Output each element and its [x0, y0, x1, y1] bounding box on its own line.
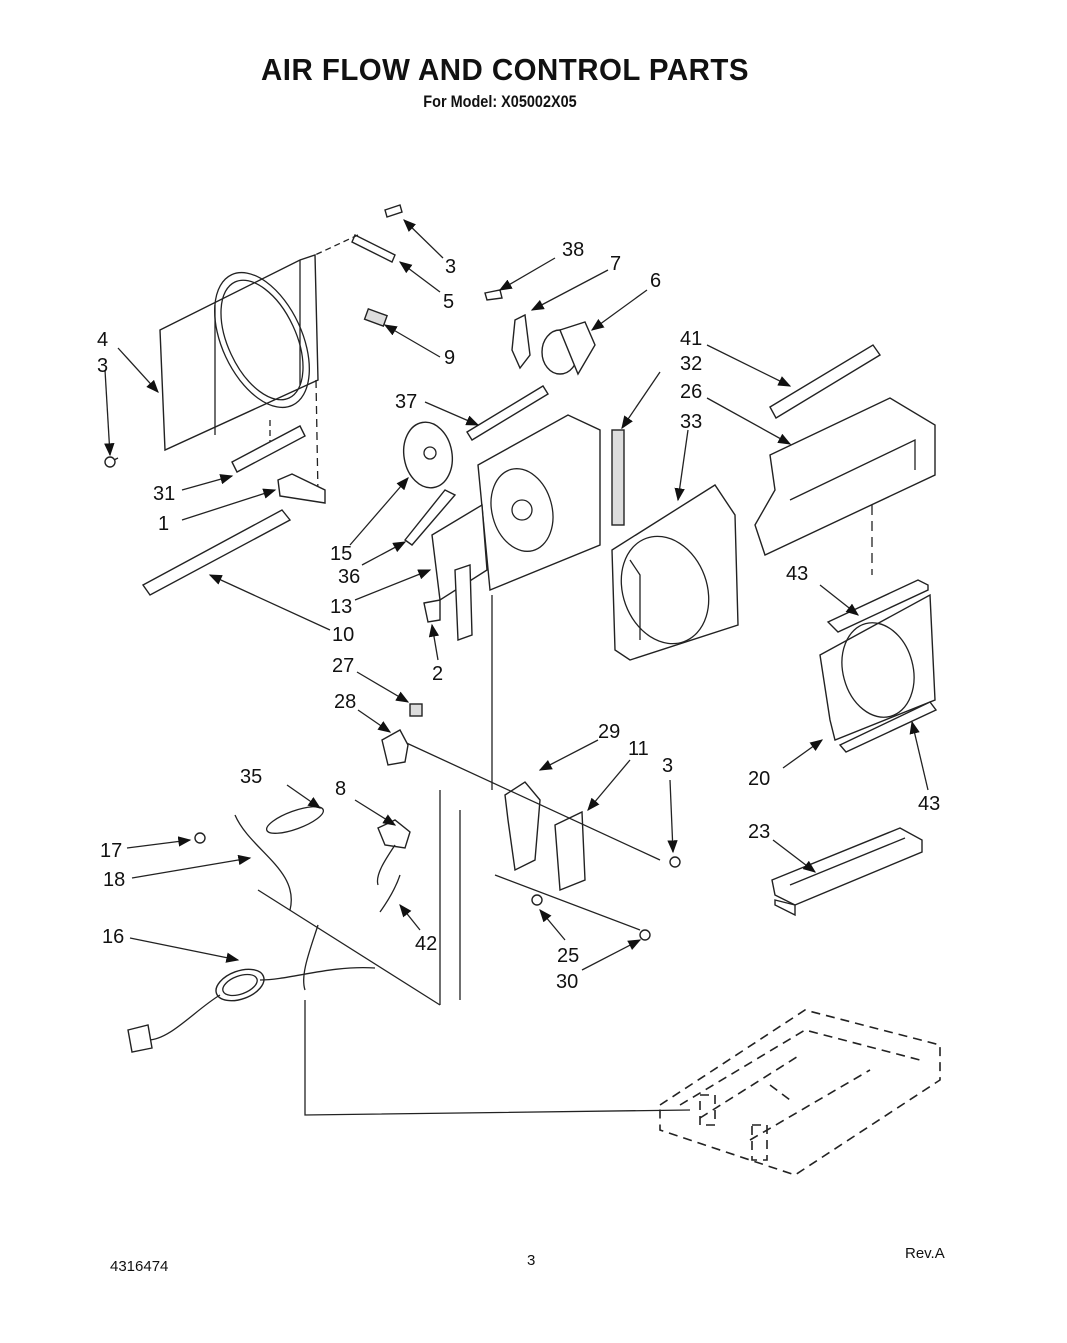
callout-label: 9	[444, 347, 455, 369]
callout-label: 8	[335, 778, 346, 800]
callout-label: 23	[748, 821, 770, 843]
callout-label: 43	[786, 563, 808, 585]
part-tray-23	[771, 827, 923, 917]
revision-label: Rev.A	[905, 1245, 945, 1262]
part-duct-26	[754, 344, 936, 575]
model-subtitle: For Model: X05002X05	[423, 92, 577, 111]
callout-labels: 3 5 38 7 6 4 3 9 41 32 26 37 33 31 1 15 …	[97, 239, 940, 993]
callout-label: 28	[334, 691, 356, 713]
callout-label: 42	[415, 933, 437, 955]
callout-label: 11	[628, 738, 649, 760]
document-number: 4316474	[110, 1258, 169, 1275]
callout-label: 27	[332, 655, 354, 677]
part-thermostat-8	[265, 806, 411, 913]
part-switch-28	[381, 599, 441, 766]
callout-label: 3	[662, 755, 673, 777]
callout-label: 20	[748, 768, 770, 790]
part-capacitor	[484, 289, 596, 376]
callout-label: 36	[338, 566, 360, 588]
callout-label: 37	[395, 391, 417, 413]
part-shroud-20	[819, 579, 938, 753]
callout-label: 26	[680, 381, 702, 403]
callout-label: 15	[330, 543, 352, 565]
callout-label: 1	[158, 513, 169, 535]
callout-label: 43	[918, 793, 940, 815]
callout-label: 10	[332, 624, 354, 646]
callout-label: 18	[103, 869, 125, 891]
part-fan-hub	[402, 385, 549, 546]
callout-label: 17	[100, 840, 122, 862]
page-title: AIR FLOW AND CONTROL PARTS	[261, 52, 749, 87]
part-control-bracket	[399, 739, 681, 1005]
page-number: 3	[527, 1252, 536, 1269]
part-screw-top	[314, 204, 403, 327]
callout-label: 31	[153, 483, 175, 505]
callout-label: 29	[598, 721, 620, 743]
part-orifice-33	[611, 484, 739, 661]
callout-label: 13	[330, 596, 352, 618]
callout-label: 4	[97, 329, 108, 351]
part-panel-front	[159, 254, 319, 496]
callout-label: 41	[680, 328, 702, 350]
callout-leaders	[104, 219, 929, 971]
callout-label: 32	[680, 353, 702, 375]
callout-label: 16	[102, 926, 124, 948]
callout-label: 38	[562, 239, 584, 261]
part-gasket-32	[611, 429, 625, 526]
callout-label: 6	[650, 270, 661, 292]
callout-label: 33	[680, 411, 702, 433]
part-base-pan	[659, 1009, 941, 1176]
part-bars	[104, 425, 326, 596]
callout-label: 3	[97, 355, 108, 377]
callout-label: 7	[610, 253, 621, 275]
callout-label: 25	[557, 945, 579, 967]
callout-label: 35	[240, 766, 262, 788]
callout-label: 2	[432, 663, 443, 685]
callout-label: 3	[445, 256, 456, 278]
part-power-cord	[127, 814, 691, 1116]
part-scroll-housing	[431, 414, 601, 790]
callout-label: 30	[556, 971, 578, 993]
callout-label: 5	[443, 291, 454, 313]
